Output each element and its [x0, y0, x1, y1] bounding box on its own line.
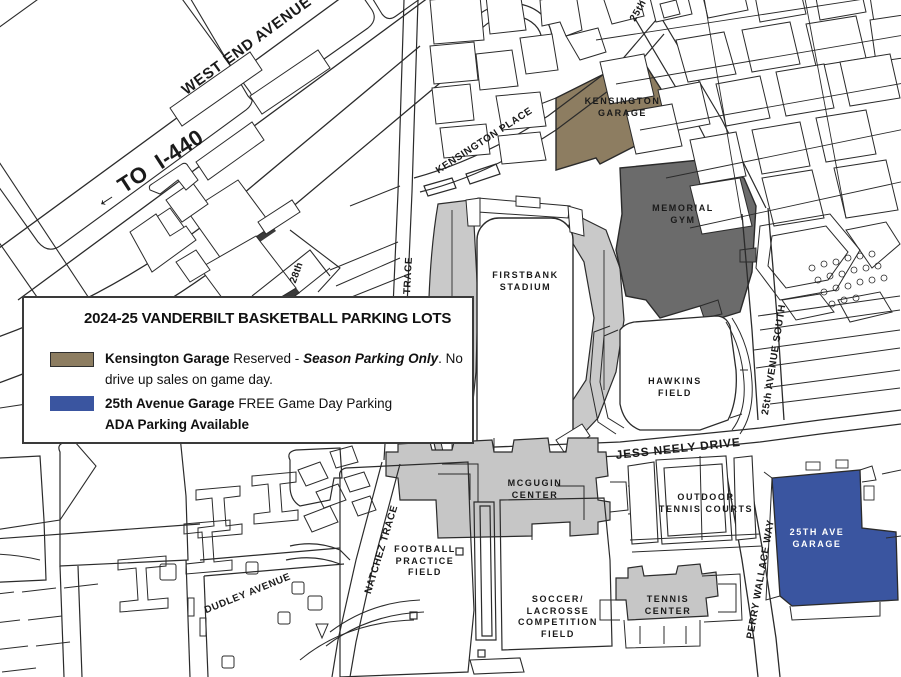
legend-detail-kensington-italic: Season Parking Only — [303, 351, 439, 366]
southwest-blocks — [0, 435, 401, 677]
outdoor-tennis-courts — [627, 455, 757, 545]
legend-text-25th-avenue-garage: 25th Avenue Garage FREE Game Day Parking… — [105, 393, 464, 435]
25th-avenue-south — [741, 207, 785, 421]
legend-subline-ada-parking: ADA Parking Available — [105, 417, 250, 432]
legend-text-kensington-garage: Kensington Garage Reserved - Season Park… — [105, 348, 464, 390]
north-central-buildings — [429, 0, 559, 165]
tennis-center-shape — [615, 563, 719, 621]
hawkins-field-shape — [589, 315, 753, 435]
25th-ave-garage-shape — [771, 469, 899, 607]
tree-pattern — [808, 250, 888, 308]
legend-detail-25th-1: FREE Game Day Parking — [234, 396, 393, 411]
legend-name-25th-avenue-garage: 25th Avenue Garage — [105, 396, 235, 411]
legend-swatch-25th-avenue-garage — [50, 396, 94, 411]
west-central-buildings — [129, 162, 341, 327]
practice-fields — [288, 447, 613, 677]
legend-detail-kensington-1: Reserved - — [229, 351, 304, 366]
northeast-buildings — [539, 0, 901, 235]
legend-swatch-kensington-garage — [50, 352, 94, 367]
legend-name-kensington-garage: Kensington Garage — [105, 351, 230, 366]
mid-east-detail — [753, 213, 901, 405]
legend-title: 2024-25 VANDERBILT BASKETBALL PARKING LO… — [84, 310, 452, 327]
midwest-buildings — [169, 49, 331, 235]
map-legend: 2024-25 VANDERBILT BASKETBALL PARKING LO… — [22, 296, 474, 444]
legend-detail-kensington-2: . No drive up sales on game day. — [105, 351, 463, 387]
perry-wallace-way — [725, 467, 781, 677]
